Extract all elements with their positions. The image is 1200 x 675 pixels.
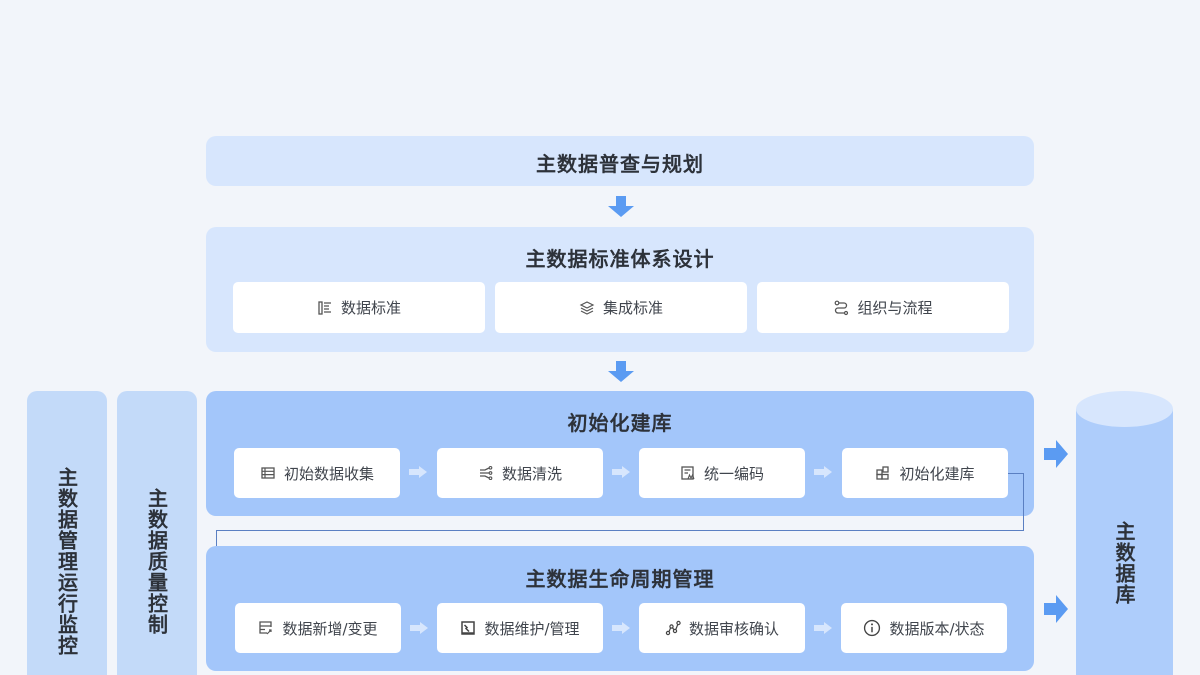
right-arrow-icon xyxy=(612,466,630,478)
database-body xyxy=(1076,409,1173,675)
card-data-cleaning[interactable]: 数据清洗 xyxy=(437,448,603,498)
card-label: 统一编码 xyxy=(703,464,764,483)
list-standard-icon xyxy=(318,300,331,315)
card-data-maintenance[interactable]: 数据维护/管理 xyxy=(437,603,603,653)
card-label: 组织与流程 xyxy=(857,299,933,317)
card-data-review[interactable]: 数据审核确认 xyxy=(639,603,805,653)
card-initial-build[interactable]: 初始化建库 xyxy=(842,448,1008,498)
maintenance-icon xyxy=(461,621,476,635)
flow-connector xyxy=(1008,473,1024,531)
card-integration-standard[interactable]: 集成标准 xyxy=(495,282,747,333)
right-arrow-icon xyxy=(814,622,832,634)
card-data-version-status[interactable]: 数据版本/状态 xyxy=(841,603,1007,653)
card-label: 初始化建库 xyxy=(899,464,975,483)
card-label: 数据新增/变更 xyxy=(282,619,378,638)
stage-initial-build-title: 初始化建库 xyxy=(567,411,673,435)
right-arrow-icon xyxy=(612,622,630,634)
stage-standard-design-title: 主数据标准体系设计 xyxy=(525,247,715,271)
side-column-quality-control: 主数据质量控制 xyxy=(117,391,197,675)
data-edit-icon xyxy=(259,621,273,635)
card-label: 数据标准 xyxy=(340,299,401,317)
grid-build-icon xyxy=(876,466,890,480)
data-clean-icon xyxy=(479,465,493,481)
card-data-standard[interactable]: 数据标准 xyxy=(233,282,485,333)
review-icon xyxy=(665,620,681,636)
side-column-label: 主数据管理运行监控 xyxy=(54,467,79,656)
right-arrow-icon xyxy=(1044,595,1068,623)
side-column-operation-monitoring: 主数据管理运行监控 xyxy=(27,391,107,675)
right-arrow-icon xyxy=(1044,440,1068,468)
right-arrow-icon xyxy=(814,466,832,478)
card-label: 初始数据收集 xyxy=(283,464,374,483)
card-unified-encoding[interactable]: 统一编码 xyxy=(639,448,805,498)
card-label: 集成标准 xyxy=(602,299,663,317)
database-label: 主数据库 xyxy=(1112,521,1136,605)
workflow-icon xyxy=(835,300,849,315)
info-icon xyxy=(864,619,881,637)
card-label: 数据版本/状态 xyxy=(889,619,985,638)
data-collect-icon xyxy=(261,467,275,479)
side-column-label: 主数据质量控制 xyxy=(144,488,169,635)
database-top xyxy=(1076,391,1173,427)
down-arrow-icon xyxy=(608,361,634,382)
right-arrow-icon xyxy=(409,466,427,478)
card-data-add-change[interactable]: 数据新增/变更 xyxy=(235,603,401,653)
right-arrow-icon xyxy=(410,622,428,634)
master-database: 主数据库 xyxy=(1076,391,1173,675)
down-arrow-icon xyxy=(608,196,634,217)
stage-lifecycle-management-title: 主数据生命周期管理 xyxy=(525,567,715,591)
card-organization-process[interactable]: 组织与流程 xyxy=(757,282,1009,333)
card-label: 数据维护/管理 xyxy=(484,619,580,638)
encoding-icon xyxy=(681,466,695,480)
card-label: 数据清洗 xyxy=(501,464,562,483)
layers-icon xyxy=(579,300,595,315)
card-initial-collection[interactable]: 初始数据收集 xyxy=(234,448,400,498)
card-label: 数据审核确认 xyxy=(688,619,779,638)
stage-survey-planning: 主数据普查与规划 xyxy=(206,136,1034,186)
stage-survey-planning-title: 主数据普查与规划 xyxy=(536,152,704,176)
